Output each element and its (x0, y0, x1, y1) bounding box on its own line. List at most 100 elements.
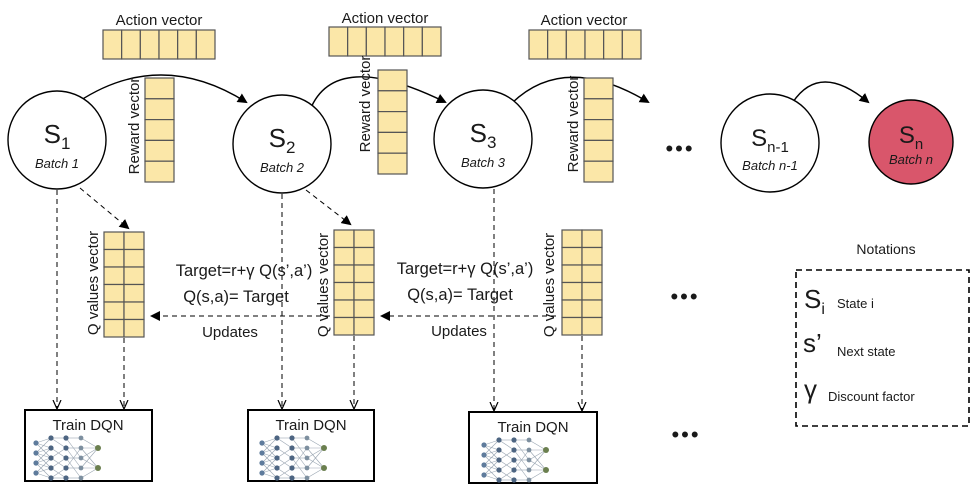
vector-cell (583, 118, 614, 141)
vector-cell (621, 29, 642, 60)
q-values-vector-label: Q values vector (85, 231, 102, 335)
vector-cell (421, 26, 442, 57)
action-vector-label: Action vector (342, 10, 429, 27)
dashed-arrow (79, 187, 130, 230)
reward-vector-1: Reward vector (126, 77, 175, 183)
notation-desc: Discount factor (828, 389, 915, 404)
notation-symbol-next-state: s’ (803, 328, 822, 358)
state-symbol: S (470, 118, 487, 148)
vector-cell (547, 29, 567, 60)
vector-cell (123, 248, 145, 268)
state-node-n: Sn Batch n (868, 99, 954, 185)
vector-cell (103, 231, 125, 251)
vector-cell (353, 316, 375, 336)
batch-label: Batch 1 (35, 156, 79, 171)
reward-vector-3: Reward vector (565, 76, 614, 183)
vector-cell (583, 77, 614, 100)
notations-box: Si State i s’ Next state γ Discount fact… (795, 269, 970, 427)
svg-text:Sn-1: Sn-1 (751, 125, 789, 156)
vector-cell (377, 110, 408, 133)
state-symbol: S (44, 119, 61, 149)
state-symbol: S (269, 123, 286, 153)
vector-cell (561, 281, 583, 301)
batch-label: Batch n (889, 152, 933, 167)
train-dqn-box-2: Train DQN (247, 409, 375, 482)
svg-text:S2: S2 (269, 123, 296, 157)
reward-vector-2-cells (377, 69, 408, 175)
reward-vector-label: Reward vector (565, 76, 582, 173)
vector-cell (144, 118, 175, 141)
state-subscript: n-1 (767, 139, 789, 156)
vector-cell (333, 281, 355, 301)
vector-cell (581, 264, 603, 284)
vector-cell (561, 229, 583, 249)
vector-cell (528, 29, 549, 60)
vector-cell (123, 266, 145, 286)
vector-cell (103, 248, 125, 268)
vector-cell (353, 264, 375, 284)
vector-cell (102, 29, 123, 60)
vector-cell (583, 160, 614, 183)
vector-cell (365, 26, 386, 57)
vector-cell (581, 229, 603, 249)
ellipsis-qvalues: ••• (670, 284, 699, 309)
q-values-vector-2: Q values vector (315, 229, 375, 337)
q-values-vector-label: Q values vector (541, 233, 558, 337)
notation-desc: Next state (837, 344, 896, 359)
vector-cell (347, 26, 367, 57)
target-equation: Target=r+γ Q(s’,a’) (176, 262, 313, 280)
notation-desc: State i (837, 296, 874, 311)
vector-cell (583, 139, 614, 162)
vector-cell (353, 281, 375, 301)
notations-title: Notations (856, 241, 915, 257)
target-equation: Target=r+γ Q(s’,a’) (397, 260, 534, 278)
vector-cell (561, 316, 583, 336)
batch-label: Batch 2 (260, 160, 305, 175)
vector-cell (584, 29, 605, 60)
state-symbol: S (751, 125, 767, 152)
vector-cell (377, 69, 408, 92)
vector-cell (561, 264, 583, 284)
vector-cell (384, 26, 405, 57)
vector-cell (603, 29, 623, 60)
vector-cell (581, 246, 603, 266)
vector-cell (103, 301, 125, 321)
action-vector-3: Action vector (528, 12, 642, 60)
vector-cell (103, 318, 125, 338)
vector-cell (377, 152, 408, 175)
vector-cell (121, 29, 141, 60)
batch-label: Batch 3 (461, 155, 506, 170)
action-vector-label: Action vector (541, 12, 628, 29)
state-subscript: n (915, 136, 923, 153)
notation-symbol-state: Si (804, 284, 825, 318)
vector-cell (177, 29, 197, 60)
reward-vector-2: Reward vector (357, 56, 374, 153)
state-node-3: S3 Batch 3 (433, 89, 533, 189)
vector-cell (144, 160, 175, 183)
action-vector-1: Action vector (102, 12, 216, 60)
vector-cell (195, 29, 216, 60)
q-update-equation: Q(s,a)= Target (407, 286, 513, 304)
vector-cell (103, 283, 125, 303)
vector-cell (565, 29, 586, 60)
vector-cell (123, 283, 145, 303)
svg-text:Sn: Sn (899, 122, 923, 153)
notation-symbol-gamma: γ (804, 374, 817, 404)
q-values-vector-3: Q values vector (541, 229, 603, 337)
vector-cell (139, 29, 160, 60)
vector-cell (353, 299, 375, 319)
updates-label: Updates (431, 323, 487, 340)
transition-arrow (511, 76, 650, 104)
transition-arrow (792, 81, 870, 104)
vector-cell (333, 264, 355, 284)
ellipsis-states: ••• (665, 136, 694, 161)
action-vector-label: Action vector (116, 12, 203, 29)
vector-cell (377, 90, 408, 113)
vector-cell (353, 229, 375, 249)
vector-cell (144, 98, 175, 121)
vector-cell (328, 26, 349, 57)
state-subscript: 3 (487, 133, 496, 152)
q-values-vector-1: Q values vector (85, 231, 145, 338)
state-node-2: S2 Batch 2 (232, 94, 332, 194)
